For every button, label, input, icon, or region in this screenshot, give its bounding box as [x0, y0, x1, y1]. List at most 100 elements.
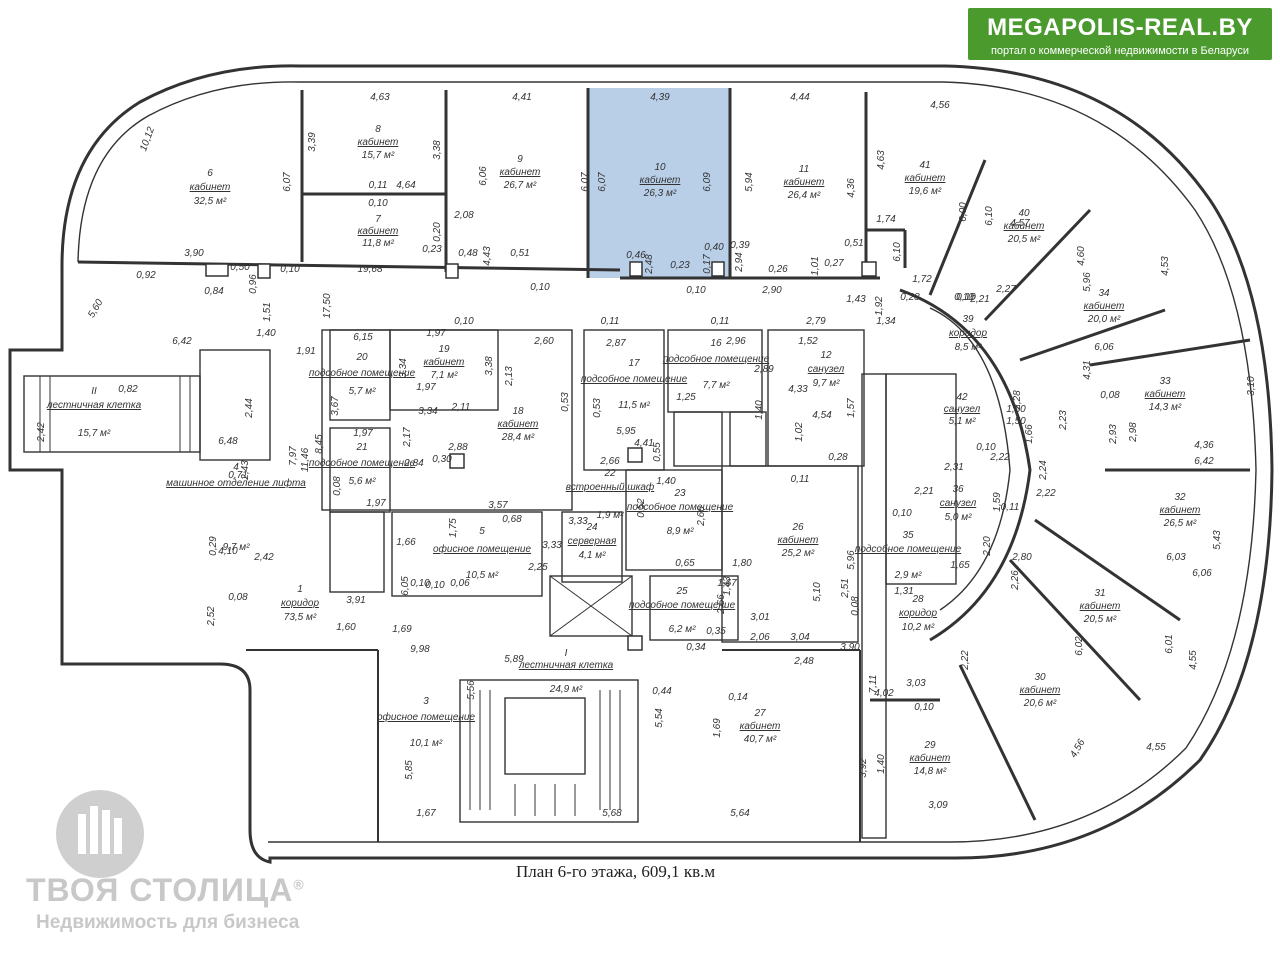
dimension-label: 4,64: [396, 180, 416, 191]
dimension-label: 2,22: [989, 452, 1010, 463]
svg-text:26: 26: [791, 522, 804, 533]
dimension-label: 0,11: [601, 316, 620, 327]
dimension-label: 0,84: [204, 286, 224, 297]
svg-text:кабинет: кабинет: [910, 752, 951, 764]
svg-text:16: 16: [710, 338, 722, 349]
dimension-label: 4,60: [1076, 246, 1087, 266]
dimension-label: 0,11: [711, 316, 730, 327]
dimension-label: 1,40: [876, 754, 887, 774]
top-corridor-wall: [77, 260, 621, 272]
dimension-label: 2,11: [451, 402, 471, 413]
svg-text:20,0 м²: 20,0 м²: [1087, 314, 1121, 325]
elevator-shaft: [549, 575, 633, 637]
dimension-label: 0,17: [702, 254, 713, 274]
svg-text:серверная: серверная: [568, 536, 617, 547]
dimension-label: 0,11: [369, 180, 388, 191]
dimension-label: 1,92: [874, 296, 885, 316]
dimension-label: 17,50: [322, 293, 333, 318]
dimension-label: 1,40: [754, 400, 765, 420]
dimension-label: 3,90: [184, 248, 204, 259]
logo-name: ТВОЯ СТОЛИЦА®: [26, 872, 305, 908]
svg-text:39: 39: [962, 314, 974, 325]
svg-text:5: 5: [479, 526, 485, 537]
svg-text:12: 12: [820, 350, 832, 361]
dimension-label: 2,90: [761, 285, 782, 296]
dimension-label: 3,33: [568, 516, 588, 527]
dimension-label: 3,33: [542, 540, 562, 551]
svg-text:кабинет: кабинет: [1020, 684, 1061, 696]
dimension-label: 2,88: [447, 442, 468, 453]
dimension-label: 3,91: [346, 595, 365, 606]
svg-text:29: 29: [923, 740, 936, 751]
dimension-label: 3,57: [488, 500, 508, 511]
dimension-label: 2,26: [1010, 570, 1021, 591]
svg-text:кабинет: кабинет: [1004, 220, 1045, 232]
svg-text:6: 6: [207, 168, 213, 179]
dimension-label: 0,06: [450, 578, 470, 589]
svg-text:28: 28: [911, 594, 924, 605]
dimension-label: 6,07: [597, 172, 608, 192]
dimension-label: 4,56: [1068, 737, 1087, 760]
dimension-label: 4,41: [634, 438, 653, 449]
dimension-label: 3,67: [330, 396, 341, 416]
dimension-label: 2,44: [244, 398, 255, 419]
dimension-label: 1,57: [846, 398, 857, 418]
svg-text:санузел: санузел: [940, 498, 977, 509]
dimension-label: 4,39: [650, 92, 670, 103]
dimension-label: 6,06: [1192, 568, 1212, 579]
svg-text:7: 7: [375, 214, 381, 225]
svg-text:кабинет: кабинет: [784, 176, 825, 188]
dimension-label: 0,53: [592, 398, 603, 418]
megapolis-badge[interactable]: MEGAPOLIS-REAL.BY портал о коммерческой …: [968, 8, 1272, 60]
dimension-label: 4,54: [812, 410, 832, 421]
svg-text:41: 41: [919, 160, 930, 171]
dimension-label: 0,44: [652, 686, 672, 697]
dimension-label: 1,01: [810, 256, 821, 275]
svg-text:23: 23: [673, 488, 686, 499]
dimension-label: 2,27: [995, 284, 1016, 295]
svg-text:4: 4: [233, 462, 239, 473]
dimension-label: 5,60: [86, 297, 105, 320]
dimension-label: 1,80: [732, 558, 752, 569]
outer-wall: [8, 64, 1274, 864]
dimension-label: 3,10: [1246, 376, 1257, 396]
dimension-label: 2,43: [240, 460, 251, 481]
svg-text:19: 19: [438, 344, 450, 355]
dimension-label: 7,97: [288, 446, 299, 466]
dimension-label: 1,60: [336, 622, 356, 633]
svg-text:кабинет: кабинет: [1084, 300, 1125, 312]
dimension-label: 3,38: [432, 140, 443, 160]
dimension-label: 2,21: [913, 486, 933, 497]
svg-text:кабинет: кабинет: [424, 356, 465, 368]
dimension-label: 0,10: [956, 292, 976, 303]
svg-text:24: 24: [585, 522, 598, 533]
svg-text:7,1 м²: 7,1 м²: [431, 370, 459, 381]
dimension-label: 3,34: [398, 358, 409, 378]
dimension-label: 2,96: [725, 336, 746, 347]
dimension-label: 2,66: [696, 506, 707, 527]
dimension-label: 2,20: [982, 536, 993, 557]
svg-text:5,1 м²: 5,1 м²: [949, 416, 977, 427]
dimension-label: 6,42: [1194, 456, 1214, 467]
svg-text:кабинет: кабинет: [358, 136, 399, 148]
svg-text:7,7 м²: 7,7 м²: [703, 380, 731, 391]
dimension-label: 11,46: [300, 447, 311, 472]
svg-text:II: II: [91, 386, 97, 397]
svg-text:1: 1: [297, 584, 303, 595]
dimension-label: 5,96: [846, 550, 857, 570]
dimension-label: 0,10: [686, 285, 706, 296]
badge-title: MEGAPOLIS-REAL.BY: [987, 14, 1253, 41]
dimension-label: 5,95: [616, 426, 636, 437]
dimension-label: 0,08: [228, 592, 248, 603]
dimension-label: 3,92: [858, 758, 869, 778]
svg-text:I: I: [565, 648, 568, 659]
dimension-label: 2,31: [943, 462, 963, 473]
